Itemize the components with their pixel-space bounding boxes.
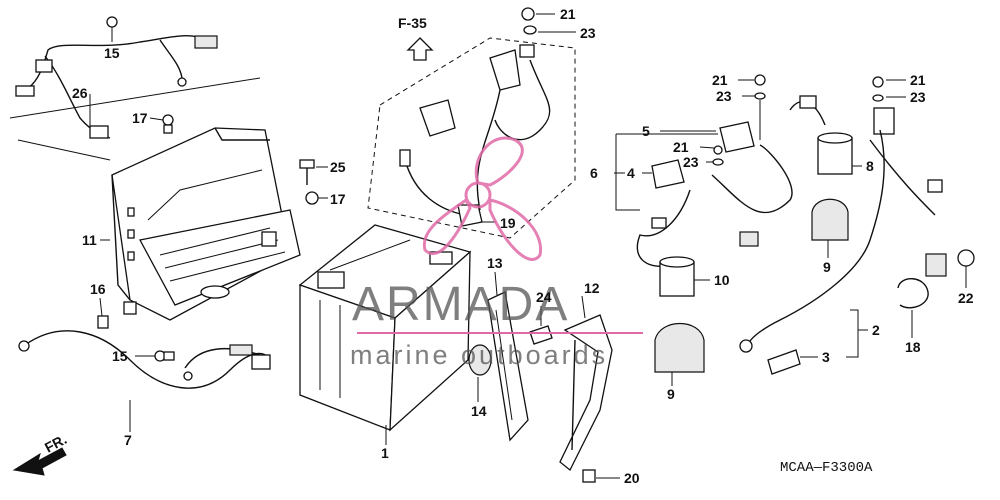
watermark-brand: ARMADA <box>352 278 569 331</box>
callout-15: 15 <box>104 45 120 61</box>
callout-21: 21 <box>712 72 728 88</box>
battery-band-12 <box>559 314 613 472</box>
callout-10: 10 <box>714 272 730 288</box>
callout-13: 13 <box>487 255 503 271</box>
propeller-logo <box>422 136 542 261</box>
starter-relay-8 <box>789 76 895 175</box>
callout-25: 25 <box>330 159 346 175</box>
callout-21: 21 <box>560 6 576 22</box>
reference-arrow: F-35 <box>398 15 434 61</box>
callout-19: 19 <box>500 215 516 231</box>
callout-14: 14 <box>471 403 487 419</box>
wire-harness-upper <box>9 16 261 161</box>
grommet-22 <box>957 249 975 267</box>
clamp-18 <box>897 278 929 309</box>
callout-23: 23 <box>580 25 596 41</box>
callout-15: 15 <box>112 348 128 364</box>
front-label: FR. <box>42 431 69 456</box>
callout-2: 2 <box>872 322 880 338</box>
callout-23: 23 <box>910 89 926 105</box>
callout-21: 21 <box>673 139 689 155</box>
callout-9: 9 <box>667 386 675 402</box>
callout-3: 3 <box>822 349 830 365</box>
callout-1: 1 <box>381 445 389 461</box>
callout-23: 23 <box>683 154 699 170</box>
diagram-code: MCAA—F3300A <box>780 460 873 476</box>
bolt-25 <box>299 159 315 185</box>
callout-16: 16 <box>90 281 106 297</box>
front-direction-arrow: FR. <box>12 431 69 476</box>
leader-lines <box>89 13 967 479</box>
callout-9: 9 <box>823 259 831 275</box>
callout-7: 7 <box>124 432 132 448</box>
callout-11: 11 <box>82 232 97 248</box>
callout-12: 12 <box>584 280 600 296</box>
battery <box>298 224 472 432</box>
watermark: ARMADA marine outboards <box>350 136 643 370</box>
callout-8: 8 <box>866 158 874 174</box>
callout-17: 17 <box>132 110 148 126</box>
callout-5: 5 <box>642 123 650 139</box>
bolt-20 <box>582 469 596 483</box>
starter-relay-assembly <box>615 74 793 297</box>
nut-17 <box>305 191 319 205</box>
rubber-mount-14 <box>468 344 492 376</box>
reference-label: F-35 <box>398 15 427 31</box>
callout-17: 17 <box>330 191 346 207</box>
callout-26: 26 <box>72 85 88 101</box>
callout-18: 18 <box>905 339 921 355</box>
bolt-24 <box>529 325 553 345</box>
clip-16 <box>97 315 109 329</box>
callout-20: 20 <box>624 470 640 486</box>
starter-cable <box>739 129 947 375</box>
callout-4: 4 <box>627 165 635 181</box>
callout-22: 22 <box>958 290 974 306</box>
relay-cover-9-upper <box>811 198 849 241</box>
negative-cable <box>18 330 271 389</box>
watermark-tagline: marine outboards <box>350 340 608 370</box>
battery-box <box>111 114 301 321</box>
callout-6: 6 <box>590 165 598 181</box>
relay-cover-9-lower <box>654 322 705 373</box>
battery-stay-13 <box>487 291 529 442</box>
callout-24: 24 <box>536 289 552 305</box>
callout-numbers: 15 26 17 25 17 11 16 15 7 1 13 14 24 12 … <box>72 6 974 486</box>
callout-21: 21 <box>910 72 926 88</box>
callout-23: 23 <box>716 88 732 104</box>
